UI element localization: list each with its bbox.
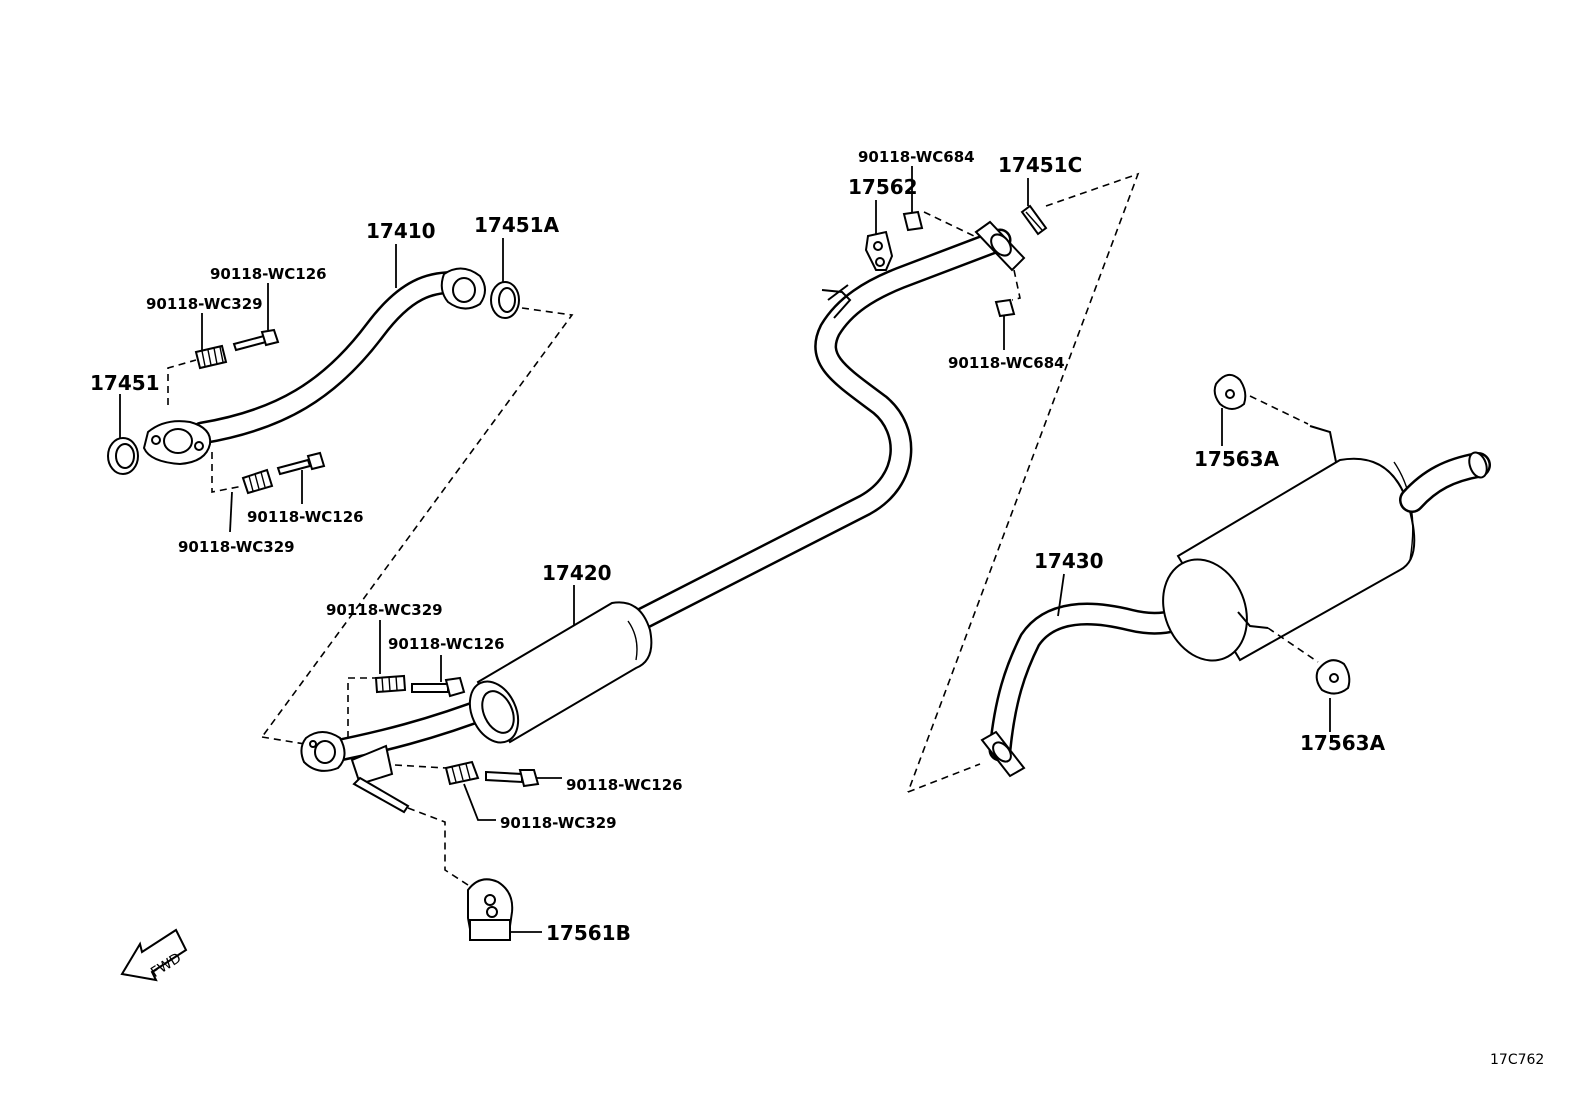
gasket-17451c [1020, 204, 1048, 236]
label-17563a-upper: 17563A [1194, 447, 1280, 471]
label-17562: 17562 [848, 175, 918, 199]
spring-center-upper [374, 674, 407, 694]
label-17451c: 17451C [998, 153, 1082, 177]
tail-pipe-front-flange [980, 730, 1026, 778]
gasket-17451a [490, 281, 520, 319]
label-17420: 17420 [542, 561, 612, 585]
bolt-center-upper [411, 676, 466, 698]
hanger-17561b [467, 878, 514, 941]
label-17451: 17451 [90, 371, 160, 395]
label-spring-center-lower: 90118-WC329 [500, 814, 617, 832]
front-pipe-rear-flange [440, 267, 486, 310]
bolt-front-upper [232, 328, 280, 352]
muffler [1162, 425, 1491, 662]
fwd-arrow-icon: FWD [120, 928, 188, 982]
tail-pipe [980, 425, 1491, 778]
front-pipe-flange [142, 420, 212, 466]
nut-center-lower [994, 298, 1016, 318]
label-nut-center-upper: 90118-WC684 [858, 148, 975, 166]
center-pipe [300, 220, 1026, 814]
label-spring-center-upper: 90118-WC329 [326, 601, 443, 619]
hanger-17562 [864, 230, 894, 271]
center-pipe-front-flange [300, 731, 346, 772]
label-bolt-center-upper: 90118-WC126 [388, 635, 505, 653]
label-17561b: 17561B [546, 921, 631, 945]
center-pipe-bracket [350, 744, 410, 814]
spring-front-upper [194, 344, 228, 370]
resonator [468, 601, 653, 744]
label-spring-front-upper: 90118-WC329 [146, 295, 263, 313]
label-17410: 17410 [366, 219, 436, 243]
figure-code: 17C762 [1490, 1052, 1544, 1068]
spring-front-lower [241, 468, 274, 495]
label-17451a: 17451A [474, 213, 560, 237]
hanger-17563a-lower [1315, 659, 1351, 695]
spring-center-lower [444, 760, 480, 786]
label-nut-center-lower: 90118-WC684 [948, 354, 1065, 372]
gasket-17451 [107, 437, 139, 475]
bolt-center-lower [485, 769, 540, 788]
center-pipe-rear-flange [974, 220, 1026, 272]
label-bolt-front-lower: 90118-WC126 [247, 508, 364, 526]
label-17563a-lower: 17563A [1300, 731, 1386, 755]
front-pipe [142, 267, 486, 466]
hanger-17563a-upper [1213, 373, 1247, 410]
label-spring-front-lower: 90118-WC329 [178, 538, 295, 556]
label-17430: 17430 [1034, 549, 1104, 573]
label-bolt-front-upper: 90118-WC126 [210, 265, 327, 283]
label-bolt-center-lower: 90118-WC126 [566, 776, 683, 794]
bolt-front-lower [276, 451, 326, 476]
nut-center-upper [902, 210, 924, 232]
